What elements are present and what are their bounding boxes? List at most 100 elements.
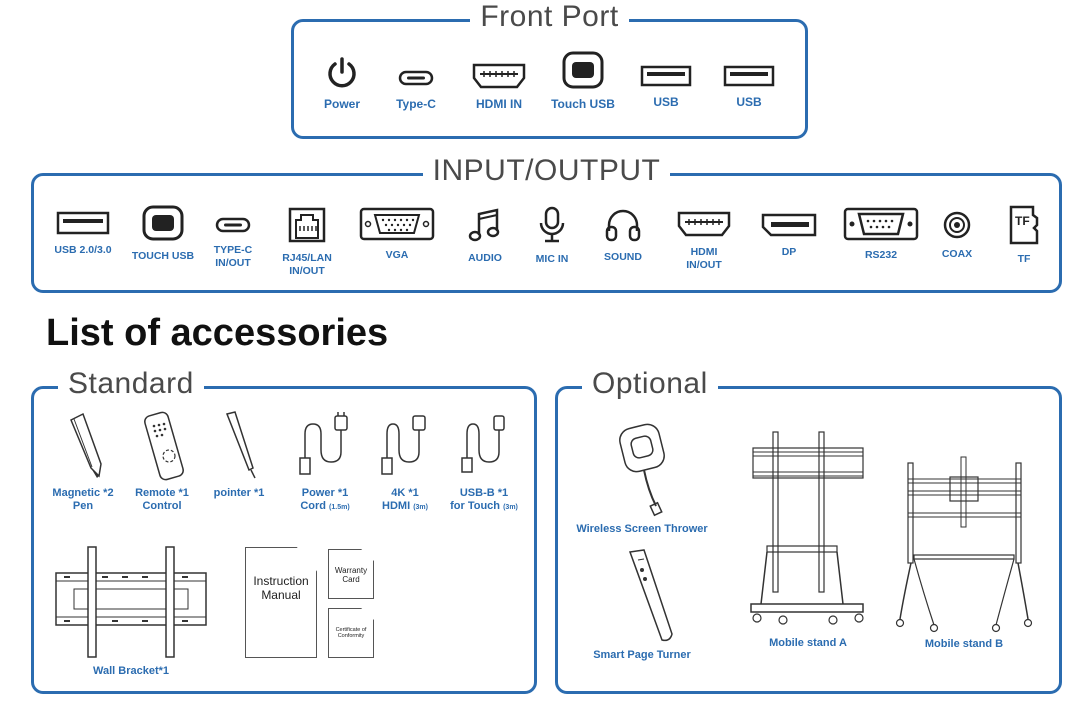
input-output-panel: INPUT/OUTPUT xyxy=(31,154,1062,293)
io-port-usb: USB 2.0/3.0 xyxy=(38,210,128,257)
accessory-wireless-screen-thrower: Wireless Screen Thrower xyxy=(570,420,714,536)
hdmi-icon xyxy=(472,63,526,89)
mobile-stand-a-icon xyxy=(750,431,864,625)
front-port-touch-usb: Touch USB xyxy=(538,50,628,111)
pen-icon xyxy=(70,412,102,478)
accessory-mobile-stand-b: Mobile stand B xyxy=(894,455,1034,651)
optional-panel: Optional xyxy=(555,367,1062,694)
io-port-dp: DP xyxy=(744,212,834,259)
front-port-usb-1: USB xyxy=(621,64,711,109)
io-port-hdmi: HDMI IN/OUT xyxy=(659,210,749,272)
certificate-of-conformity: Certificate of Conformity xyxy=(328,608,374,658)
item-name: USB-B xyxy=(459,487,495,499)
pointer-icon xyxy=(225,411,256,479)
usb-b-icon xyxy=(142,205,184,241)
music-note-icon xyxy=(468,208,500,242)
port-label: USB xyxy=(653,95,679,109)
item-note: (3m) xyxy=(413,504,428,511)
port-label: TYPE-C IN/OUT xyxy=(213,244,253,269)
accessory-pointer: pointer *1 xyxy=(204,410,274,500)
optional-title: Optional xyxy=(582,367,718,400)
displayport-icon xyxy=(761,213,817,237)
item-qty: *1 xyxy=(253,487,265,499)
coax-icon xyxy=(943,211,971,239)
usb-a-icon xyxy=(723,65,775,87)
page-turner-icon xyxy=(628,549,673,642)
io-port-tf: TF TF xyxy=(979,205,1069,266)
port-label: DP xyxy=(781,246,797,258)
hdmi-cable-icon xyxy=(381,415,426,475)
io-port-sound: SOUND xyxy=(578,207,668,264)
port-label: COAX xyxy=(941,248,973,260)
item-name-line2: Pen xyxy=(72,500,94,512)
item-name: Power xyxy=(301,487,335,499)
front-port-hdmi-in: HDMI IN xyxy=(454,62,544,111)
port-label: AUDIO xyxy=(468,252,502,264)
accessories-heading: List of accessories xyxy=(46,312,389,354)
standard-panel: Standard xyxy=(31,367,537,694)
port-label: RJ45/LAN IN/OUT xyxy=(282,252,332,277)
vga-icon xyxy=(359,207,435,241)
usb-c-icon xyxy=(215,217,251,233)
item-qty: *1 xyxy=(497,487,509,499)
accessory-mobile-stand-a: Mobile stand A xyxy=(742,428,874,650)
port-label: Touch USB xyxy=(551,97,615,111)
front-port-type-c: Type-C xyxy=(371,66,461,111)
front-port-title: Front Port xyxy=(470,0,629,33)
item-label: Smart Page Turner xyxy=(593,649,691,661)
port-label: Power xyxy=(323,97,360,111)
item-name-line2: for Touch xyxy=(450,500,501,512)
item-name: 4K xyxy=(391,487,406,499)
screen-thrower-icon xyxy=(619,423,665,517)
usb-cable-icon xyxy=(461,415,505,473)
usb-a-icon xyxy=(56,211,110,235)
microphone-icon xyxy=(539,206,565,243)
accessory-wall-bracket: Wall Bracket*1 xyxy=(52,545,210,678)
warranty-card-label: Warranty Card xyxy=(334,566,368,584)
mobile-stand-b-icon xyxy=(895,456,1033,633)
item-name-line2: Cord xyxy=(300,500,326,512)
instruction-manual-label: Instruction Manual xyxy=(253,574,309,602)
power-cord-icon xyxy=(299,412,348,475)
port-label: MIC IN xyxy=(535,253,569,265)
front-port-power: Power xyxy=(297,56,387,111)
item-name: pointer xyxy=(213,487,251,499)
io-port-touch-usb: TOUCH USB xyxy=(118,204,208,263)
port-label: SOUND xyxy=(604,251,642,263)
instruction-manual: Instruction Manual xyxy=(245,547,317,658)
rj45-icon xyxy=(288,207,326,243)
item-note: (3m) xyxy=(503,504,518,511)
io-port-audio: AUDIO xyxy=(440,206,530,265)
item-name-line2: Control xyxy=(142,500,182,512)
io-port-mic-in: MIC IN xyxy=(507,205,597,266)
item-qty: *1 xyxy=(337,487,349,499)
port-label: HDMI IN xyxy=(476,97,522,111)
item-label: Mobile stand B xyxy=(924,638,1004,650)
port-label: TOUCH USB xyxy=(131,250,195,262)
headphones-icon xyxy=(605,209,641,242)
accessory-smart-page-turner: Smart Page Turner xyxy=(570,548,714,662)
item-label: Wireless Screen Thrower xyxy=(576,523,708,535)
io-port-vga: VGA xyxy=(352,207,442,262)
wall-bracket-icon xyxy=(55,546,207,658)
tf-card-icon: TF xyxy=(1009,205,1039,245)
port-label: USB xyxy=(736,95,762,109)
input-output-title: INPUT/OUTPUT xyxy=(422,154,671,187)
item-name-line2: HDMI xyxy=(382,500,411,512)
item-label: Mobile stand A xyxy=(769,637,847,649)
warranty-card: Warranty Card xyxy=(328,549,374,599)
usb-b-icon xyxy=(562,51,604,89)
io-port-rj45: RJ45/LAN IN/OUT xyxy=(262,206,352,278)
rs232-icon xyxy=(843,207,919,241)
port-label: RS232 xyxy=(864,249,898,261)
usb-c-icon xyxy=(398,70,434,86)
io-port-coax: COAX xyxy=(912,210,1002,261)
item-qty: *1 xyxy=(408,487,419,499)
io-port-rs232: RS232 xyxy=(836,207,926,262)
standard-title: Standard xyxy=(58,367,204,400)
